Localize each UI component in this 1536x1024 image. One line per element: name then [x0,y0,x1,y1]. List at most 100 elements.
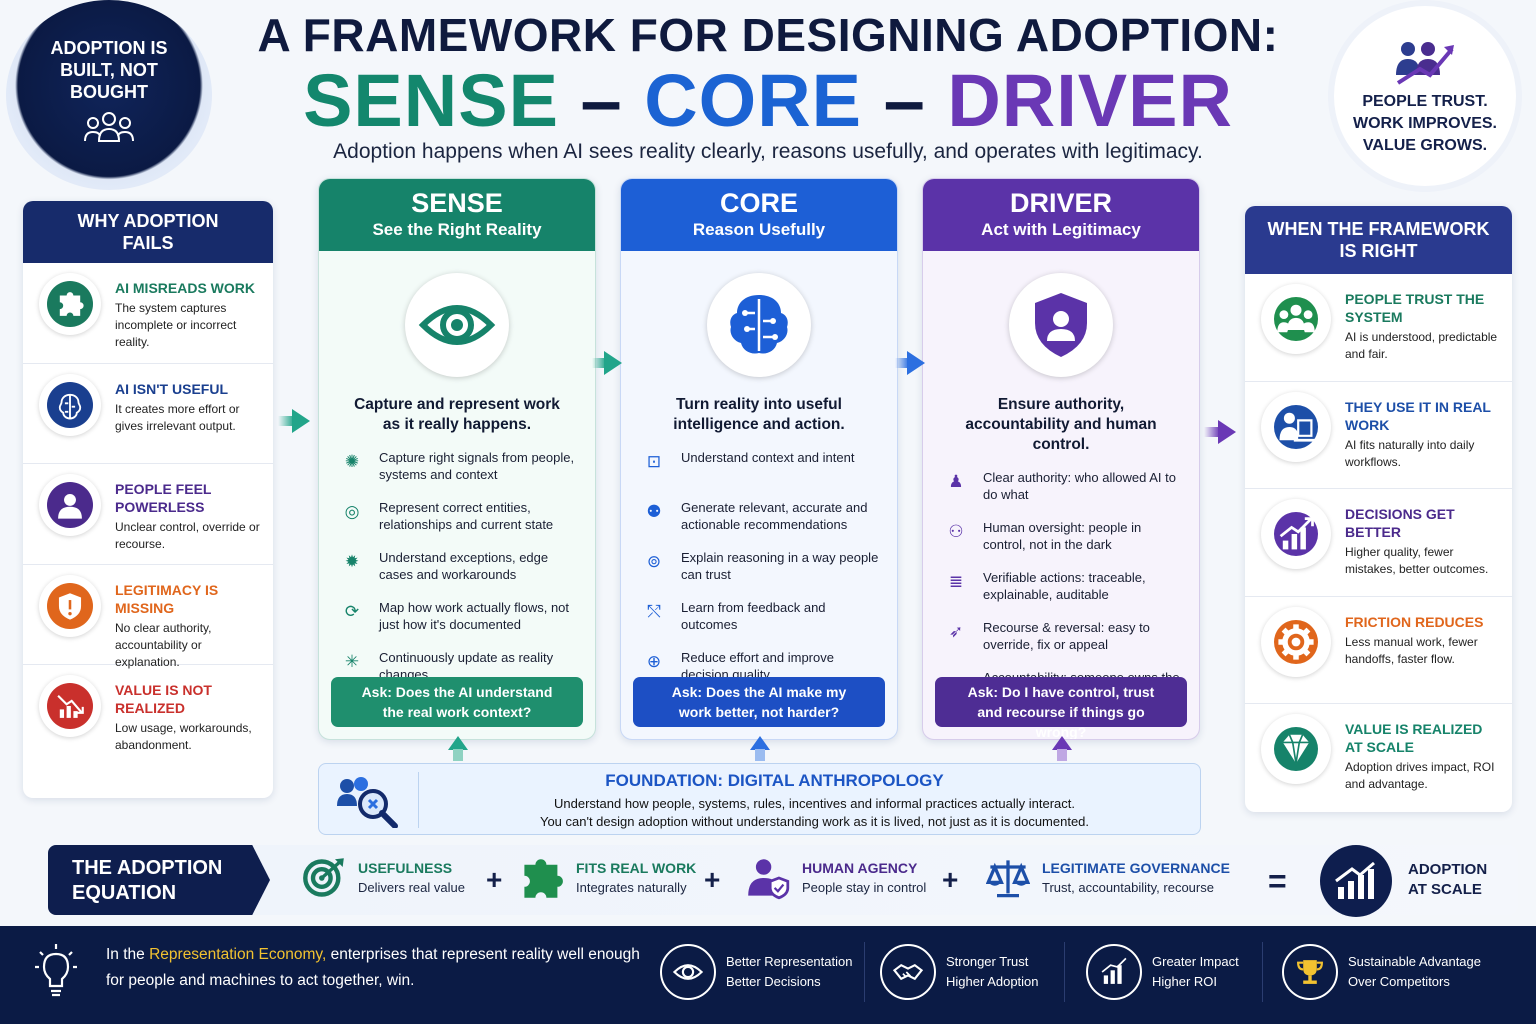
plus-sign: + [486,864,503,895]
equation-item: LEGITIMATE GOVERNANCE Trust, accountabil… [986,856,1230,900]
column-core: CORE Reason Usefully Turn reality into u… [620,178,898,740]
column-icon-circle [405,273,509,377]
signal-icon: ✹ [344,552,360,571]
equation-item-title: USEFULNESS [358,860,453,876]
framework-right-item-title: FRICTION REDUCES [1345,613,1484,630]
framework-right-item-desc: AI is understood, predictable and fair. [1345,330,1498,361]
footer-item-line2: Better Decisions [726,974,821,989]
footer-icon-circle [660,944,716,1000]
footer-item: Stronger Trust Higher Adoption [880,944,1039,1000]
item-icon-circle [39,574,101,637]
arrow-shaft [278,416,294,426]
why-fails-item-title: LEGITIMACY IS MISSING [115,581,219,616]
column-list: ⊡Understand context and intent⚉Generate … [621,449,897,699]
why-adoption-fails-panel: WHY ADOPTION FAILS AI MISREADS WORK The … [23,201,273,798]
column-title: DRIVER [1009,188,1112,218]
arrow-shaft [755,749,765,761]
framework-right-item: PEOPLE TRUST THE SYSTEM AI is understood… [1245,274,1512,382]
signal-icon: ✳ [344,652,360,671]
framework-right-item-title: PEOPLE TRUST THE SYSTEM [1345,291,1485,325]
title-dash: – [580,59,623,142]
column-ask-box: Ask: Does the AI understand the real wor… [331,677,583,727]
foundation-box: FOUNDATION: DIGITAL ANTHROPOLOGY Underst… [318,763,1201,835]
column-list-item: ⤲Learn from feedback and outcomes [641,599,883,649]
column-list-text: Recourse & reversal: easy to override, f… [983,620,1150,652]
title-sense: SENSE [303,59,559,142]
column-list-text: Human oversight: people in control, not … [983,520,1142,552]
equation-result: ADOPTION AT SCALE [1408,861,1488,898]
framework-right-panel: WHEN THE FRAMEWORK IS RIGHT PEOPLE TRUST… [1245,206,1512,812]
foundation-line2: You can't design adoption without unders… [539,814,1090,829]
item-icon-circle [1261,714,1331,784]
column-list-text: Verifiable actions: traceable, explainab… [983,570,1146,602]
people-group-icon [84,112,134,142]
framework-right-list: PEOPLE TRUST THE SYSTEM AI is understood… [1245,274,1512,812]
item-icon-circle [1261,391,1331,462]
column-list-item: ✹ Understand exceptions, edge cases and w… [339,549,581,599]
eye-icon [418,305,496,345]
arrow-right-icon [604,351,622,375]
column-list-item: ◎Represent correct entities, relationshi… [339,499,581,549]
equals-sign: = [1268,863,1287,899]
insight-icon: ⊕ [646,652,662,671]
item-icon-circle [39,675,101,737]
column-list-item: ⚇ Human oversight: people in control, not… [943,519,1185,569]
adoption-built-badge: ADOPTION IS BUILT, NOT BOUGHT [6,0,212,190]
result-circle [1320,845,1392,917]
why-fails-list: AI MISREADS WORK The system captures inc… [23,263,273,766]
chart-up-icon [1274,512,1318,556]
framework-title: SENSE – CORE – DRIVER [0,58,1536,143]
column-header: DRIVER Act with Legitimacy [923,179,1199,251]
eye-icon [672,964,704,980]
framework-right-item-desc: Higher quality, fewer mistakes, better o… [1345,545,1489,576]
footer-item: Sustainable Advantage Over Competitors [1282,944,1481,1000]
trophy-icon [1297,960,1323,984]
footer-highlight: Representation Economy, [149,946,327,963]
framework-right-item-desc: AI fits naturally into daily workflows. [1345,437,1475,469]
arrow-shaft [1204,427,1220,437]
equation-item-desc: Delivers real value [358,880,465,895]
why-fails-item: LEGITIMACY IS MISSING No clear authority… [23,565,273,669]
equation-item-desc: Integrates naturally [576,880,687,895]
column-list: ✺Capture right signals from people, syst… [319,449,595,699]
column-list-item: ⊡Understand context and intent [641,449,883,499]
why-fails-item-desc: No clear authority, accountability or ex… [115,620,212,669]
why-fails-item-title: AI ISN'T USEFUL [115,380,228,397]
insight-icon: ⊡ [646,452,662,471]
column-lead: Ensure authority, accountability and hum… [965,396,1157,453]
why-fails-item-title: PEOPLE FEEL POWERLESS [115,481,212,515]
item-icon-circle [1261,499,1331,569]
footer-band [0,926,1536,1024]
arrow-shaft [592,358,606,368]
arrow-shaft [1057,749,1067,761]
footer-item: Greater Impact Higher ROI [1086,944,1239,1000]
framework-right-item: THEY USE IT IN REAL WORK AI fits natural… [1245,382,1512,489]
framework-right-item-title: VALUE IS REALIZED AT SCALE [1345,721,1483,755]
item-icon-circle [39,474,101,536]
control-icon: ≣ [948,572,964,591]
badge-right-text: PEOPLE TRUST. WORK IMPROVES. VALUE GROWS… [1352,93,1497,154]
column-lead: Turn reality into useful intelligence an… [673,396,845,433]
people-search-icon [337,777,398,829]
person-icon [58,493,82,519]
bar-chart-icon [1101,957,1127,984]
column-title: SENSE [411,188,503,218]
column-icon-circle [707,273,811,377]
column-list-text: Map how work actually flows, not just ho… [379,600,570,632]
control-icon: ⚇ [948,522,964,541]
footer-item-line2: Higher Adoption [946,974,1039,989]
control-icon: ➶ [948,622,964,641]
plus-sign: + [942,864,959,895]
badge-left-text: ADOPTION IS BUILT, NOT BOUGHT [50,38,168,102]
signal-icon: ◎ [344,502,360,521]
footer-icon-circle [1086,944,1142,1000]
footer-text: In the Representation Economy, enterpris… [106,942,646,994]
arrow-up-icon [448,736,468,750]
column-list-text: Understand exceptions, edge cases and wo… [379,550,549,582]
column-list-text: Generate relevant, accurate and actionab… [681,500,868,532]
column-list-item: ➶ Recourse & reversal: easy to override, … [943,619,1185,669]
insight-icon: ⤲ [647,602,661,621]
column-header: CORE Reason Usefully [621,179,897,251]
column-list-item: ⟳Map how work actually flows, not just h… [339,599,581,649]
insight-icon: ⊚ [646,552,662,571]
